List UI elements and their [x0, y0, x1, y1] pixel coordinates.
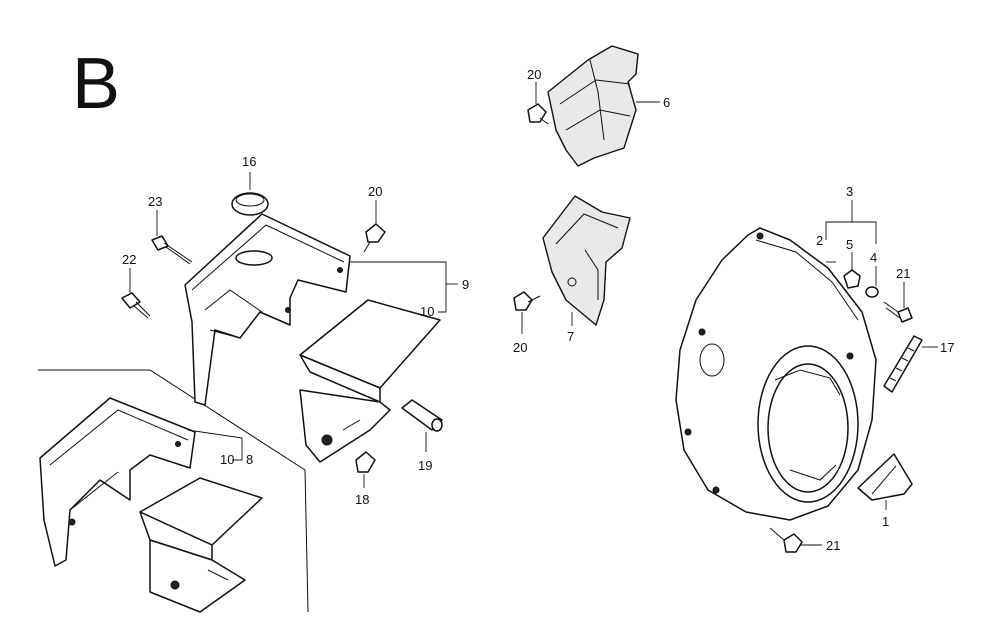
- callout-2: 2: [816, 233, 823, 248]
- grommet-part-16: [231, 192, 269, 216]
- callout-19: 19: [418, 458, 432, 473]
- bracket-part-1: [857, 453, 913, 501]
- callout-20-bracket7: 20: [513, 340, 527, 355]
- callout-22: 22: [122, 252, 136, 267]
- inset-frame: [38, 369, 309, 613]
- bolt-part-23: [151, 235, 193, 265]
- bolt-part-21-upper: [883, 301, 913, 323]
- bracket-part-6: [547, 45, 639, 167]
- callout-20-bracket6: 20: [527, 67, 541, 82]
- callout-10-main: 10: [420, 304, 434, 319]
- inset-cover-plate-part-10: [139, 477, 263, 613]
- section-letter: B: [72, 44, 120, 124]
- bolt-part-20-bracket6: [527, 103, 549, 125]
- bracket-part-7: [542, 195, 631, 326]
- leader-lines: [129, 82, 938, 546]
- callout-3: 3: [846, 184, 853, 199]
- bolt-part-20-bracket7: [513, 291, 541, 311]
- spacer-part-19: [401, 399, 443, 432]
- cover-plate-part-10: [299, 299, 441, 463]
- nut-part-5: [843, 269, 861, 289]
- nut-part-18: [355, 451, 376, 473]
- callout-18: 18: [355, 492, 369, 507]
- inset-shroud-part-8: [39, 397, 196, 567]
- bolt-part-21-lower: [769, 527, 803, 553]
- callout-10-inset: 10: [220, 452, 234, 467]
- fan-cover-part-2: [675, 227, 877, 521]
- washer-part-4: [865, 286, 879, 298]
- callout-4: 4: [870, 250, 877, 265]
- bolt-part-22: [121, 292, 151, 319]
- bolt-part-20-shroud: [363, 223, 386, 253]
- callout-23: 23: [148, 194, 162, 209]
- callout-21-upper: 21: [896, 266, 910, 281]
- callout-17: 17: [940, 340, 954, 355]
- callout-5: 5: [846, 237, 853, 252]
- callout-1: 1: [882, 514, 889, 529]
- callout-16: 16: [242, 154, 256, 169]
- callout-6: 6: [663, 95, 670, 110]
- callout-20-shroud: 20: [368, 184, 382, 199]
- callout-8: 8: [246, 452, 253, 467]
- callout-9: 9: [462, 277, 469, 292]
- callout-7: 7: [567, 329, 574, 344]
- shroud-part-9: [184, 213, 351, 406]
- callout-labels: 1 2 3 4 5 6 7 8 9 10 10 16 17 18 19 20 2…: [122, 67, 954, 553]
- tube-part-17: [883, 335, 923, 393]
- callout-21-lower: 21: [826, 538, 840, 553]
